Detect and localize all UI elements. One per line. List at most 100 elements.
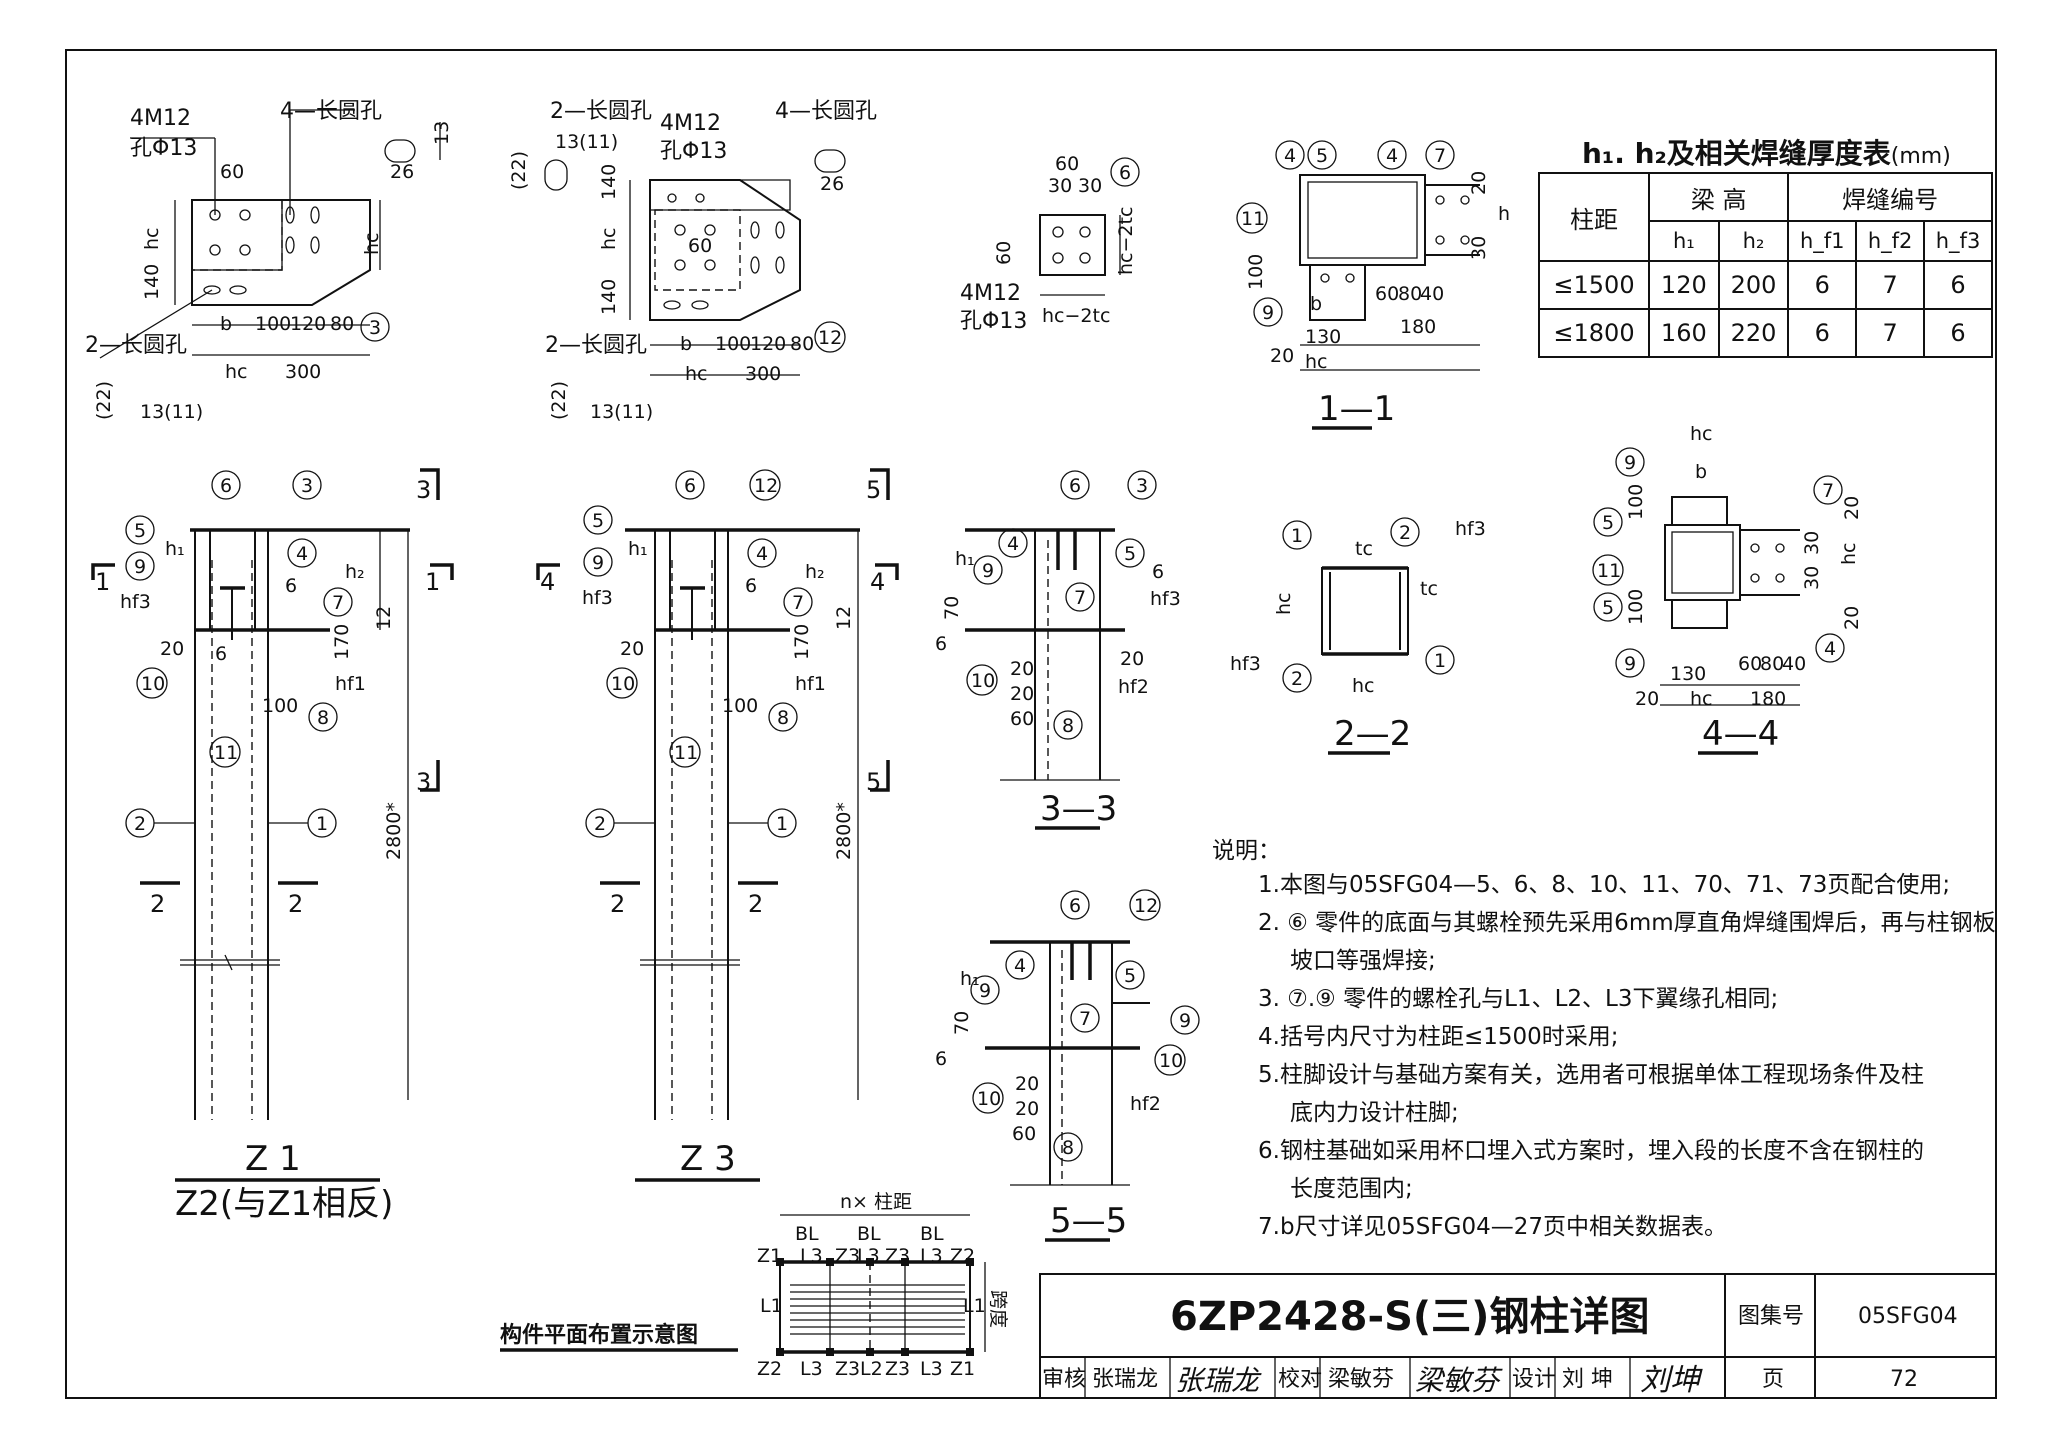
svg-text:4: 4 [1284, 145, 1296, 167]
callout-4: 4 [1275, 140, 1305, 170]
svg-text:2: 2 [134, 813, 146, 835]
svg-text:9: 9 [1624, 653, 1636, 675]
svg-text:7: 7 [1434, 145, 1446, 167]
sec55-dim-6: 6 [935, 1048, 947, 1070]
dim-hc2tc-p6: hc−2tc [1042, 305, 1110, 327]
plan-l3-bot-1: L3 [800, 1358, 823, 1380]
table-unit: (mm) [1890, 144, 1951, 169]
sec44-dim-20: 20 [1841, 496, 1863, 520]
slot4-label: 4—长圆孔 [280, 99, 382, 124]
sec-marker-3-top: 3 [416, 476, 431, 504]
section-marker-3 [420, 468, 440, 792]
svg-text:7: 7 [1822, 480, 1834, 502]
title-block-frame [1039, 1273, 1997, 1399]
sec55-dim-h1: h₁ [960, 968, 980, 990]
svg-text:7: 7 [1079, 1008, 1091, 1030]
sec44-dim-20c: 20 [1635, 688, 1659, 710]
svg-text:3: 3 [369, 317, 381, 339]
dim-hc-3: hc [361, 233, 383, 256]
reviewer-signature: 张瑞龙 [1175, 1364, 1262, 1397]
svg-text:2: 2 [594, 813, 606, 835]
page-number: 72 [1890, 1367, 1918, 1392]
sec-marker-4-right: 4 [870, 568, 885, 596]
z1-callouts: 6 3 5 4 9 7 10 8 11 2 1 [125, 470, 353, 838]
dim-hc2-z3: hc [685, 363, 708, 385]
slot2-label: 2—长圆孔 [85, 333, 187, 358]
bolt-spec-label: 4M12 [130, 106, 191, 131]
table-row: ≤1800 160 220 6 7 6 [1538, 308, 1993, 358]
table-row: ≤1500 120 200 6 7 6 [1538, 260, 1993, 310]
sec-marker-2-right: 2 [288, 890, 303, 918]
note-line: 1.本图与05SFG04—5、6、8、10、11、70、71、73页配合使用; [1258, 872, 1951, 898]
dim-140: 140 [141, 264, 163, 300]
svg-text:3: 3 [301, 475, 313, 497]
sec-marker-3-bot: 3 [416, 768, 431, 796]
z3-weld-hf1: hf1 [795, 673, 826, 695]
slot4-label-z3: 4—长圆孔 [775, 99, 877, 124]
svg-text:4: 4 [1014, 955, 1026, 977]
svg-text:1: 1 [1291, 525, 1303, 547]
plan-l3-2: L3 [857, 1245, 880, 1267]
svg-text:9: 9 [979, 980, 991, 1002]
dim-80: 80 [330, 313, 354, 335]
page-label: 页 [1762, 1367, 1784, 1392]
column-z1-elevation [180, 528, 410, 1120]
svg-text:11: 11 [1597, 560, 1621, 582]
plan-z2-bot: Z2 [757, 1358, 782, 1380]
sec22-dim-tc: tc [1355, 538, 1373, 560]
z1-dim-h2: h₂ [345, 561, 365, 583]
svg-text:1: 1 [316, 813, 328, 835]
svg-text:8: 8 [1062, 1137, 1074, 1159]
z3-dim-170: 170 [791, 624, 813, 660]
callout-9: 9 [1253, 297, 1283, 327]
svg-text:8: 8 [1062, 715, 1074, 737]
cell: 7 [1855, 308, 1926, 358]
sec-marker-2-left: 2 [150, 890, 165, 918]
sec44-dim-hc-v: hc [1838, 543, 1860, 566]
sec33-dim-6: 6 [1152, 561, 1164, 583]
th-beam-height: 梁 高 [1647, 172, 1790, 222]
reviewer-name: 张瑞龙 [1092, 1367, 1158, 1392]
z1-weld-hf3: hf3 [120, 591, 151, 613]
dim-b: b [220, 313, 232, 335]
section-2-2-drawing [1321, 566, 1409, 656]
dim-hc: hc [141, 228, 163, 251]
sec55-dim-20b: 20 [1015, 1098, 1039, 1120]
plan-z3-bot-b: Z3 [885, 1358, 910, 1380]
svg-text:6: 6 [1069, 895, 1081, 917]
svg-text:6: 6 [1069, 475, 1081, 497]
dim-b-z3: b [680, 333, 692, 355]
svg-text:5: 5 [1316, 145, 1328, 167]
sec55-dim-60: 60 [1012, 1123, 1036, 1145]
note-line: 坡口等强焊接; [1290, 948, 1436, 974]
callout-4b: 4 [1377, 140, 1407, 170]
dim-hc-2: hc [225, 361, 248, 383]
plan-title: 构件平面布置示意图 [500, 1322, 698, 1348]
dim-13: 13 [431, 121, 453, 145]
svg-text:2: 2 [1291, 668, 1303, 690]
sec44-dim-130: 130 [1670, 663, 1706, 685]
section-marker-5 [870, 468, 890, 792]
svg-text:11: 11 [674, 742, 698, 764]
svg-text:8: 8 [777, 707, 789, 729]
section-4-4-drawing [1660, 496, 1800, 706]
svg-text:10: 10 [971, 670, 995, 692]
th-h2: h₂ [1717, 220, 1790, 262]
dim-30-11: 30 [1468, 236, 1490, 260]
dim-26: 26 [390, 161, 414, 183]
sec44-dim-100: 100 [1625, 484, 1647, 520]
dim-140b-z3: 140 [598, 279, 620, 315]
plan-z1-bot: Z1 [950, 1358, 975, 1380]
dim-22b-z3: (22) [548, 381, 570, 420]
plan-width-label: 跨度 [987, 1290, 1009, 1328]
callout-5: 5 [1307, 140, 1337, 170]
svg-text:9: 9 [1262, 302, 1274, 324]
section-marker-1 [91, 563, 454, 580]
sec44-dim-180: 180 [1750, 688, 1786, 710]
slot2-label-z3: 2—长圆孔 [550, 99, 652, 124]
svg-text:3: 3 [1136, 475, 1148, 497]
z1-length-2800: 2800* [383, 802, 405, 860]
dim-60-z3: 60 [688, 235, 712, 257]
plan-l2-bot: L2 [860, 1358, 883, 1380]
